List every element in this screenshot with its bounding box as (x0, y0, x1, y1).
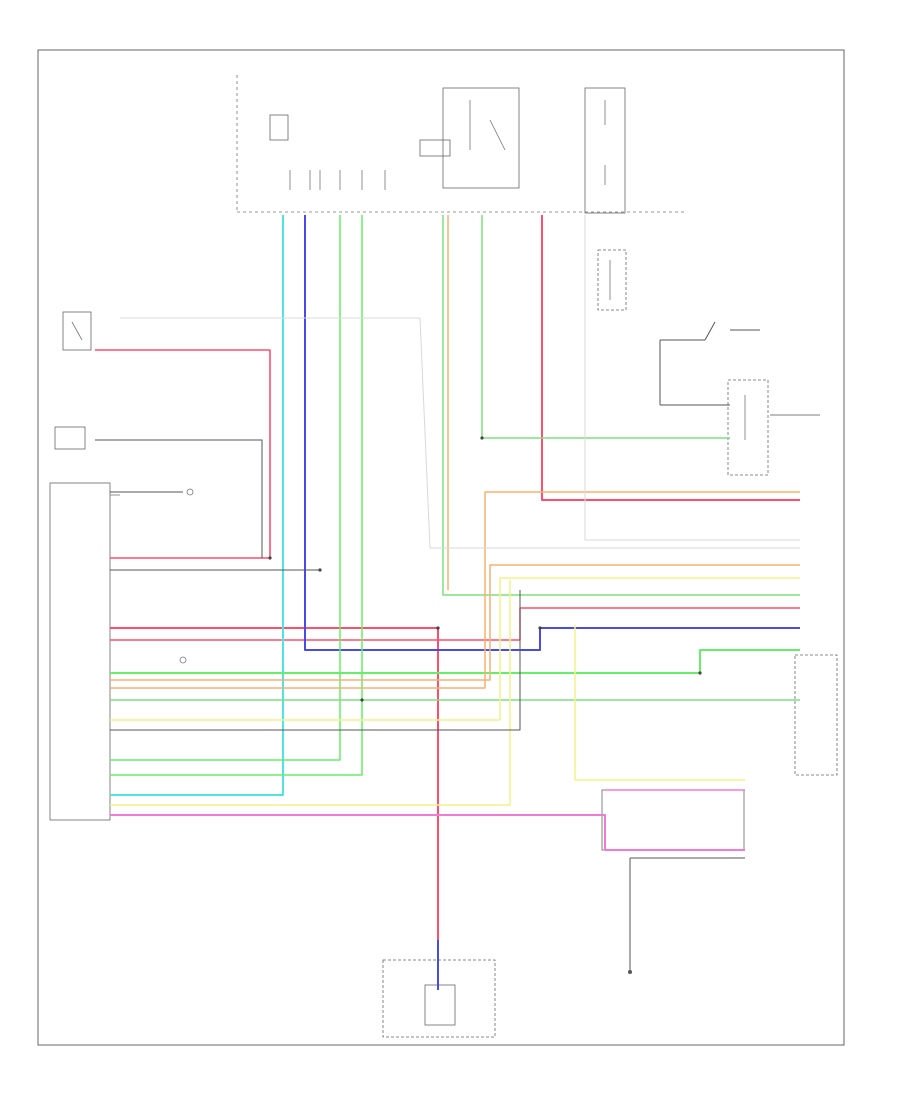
wire-gray-2 (584, 215, 800, 541)
junction-dot (480, 436, 484, 440)
wire-yellow-2 (110, 580, 511, 806)
wire-orange-3 (110, 564, 800, 681)
wire-green-3 (110, 649, 800, 674)
wire-group (95, 215, 800, 990)
battery (597, 249, 627, 311)
wire-black-3 (110, 590, 521, 731)
wire-yellow-1 (110, 577, 800, 721)
wire-cyan (110, 215, 284, 796)
remote-switch (62, 311, 92, 351)
wire-orange-2 (110, 491, 800, 689)
fuse-box (236, 75, 685, 213)
wire-black-2 (95, 439, 263, 558)
wire-green-5 (442, 215, 800, 596)
wire-pink (110, 814, 745, 851)
junction-dot (360, 698, 364, 702)
wire-red-4 (110, 607, 800, 641)
security-indicator (794, 654, 838, 776)
underdash-fuse (584, 87, 626, 214)
connector-right (601, 789, 745, 851)
starter-motor (727, 379, 820, 476)
horn (628, 858, 632, 974)
wire-red-main (541, 215, 800, 501)
under-hood-switch (54, 426, 86, 450)
junction-dot (268, 556, 272, 560)
relay-box (419, 87, 520, 189)
wire-green-1 (110, 215, 341, 761)
control-unit (49, 482, 120, 821)
junction-dot (318, 568, 322, 572)
junction-dot (538, 626, 542, 630)
remote-sensor (179, 488, 194, 664)
diagram-frame (37, 49, 845, 1046)
ignition-switch (659, 321, 760, 405)
junction-dot (698, 671, 702, 675)
wire-red-2 (95, 349, 271, 559)
wire-green-2 (110, 215, 363, 776)
wire-blue (304, 215, 800, 651)
wire-gray-1 (120, 317, 800, 549)
wire-yellow-3 (574, 625, 745, 781)
junction-dot (436, 626, 440, 630)
